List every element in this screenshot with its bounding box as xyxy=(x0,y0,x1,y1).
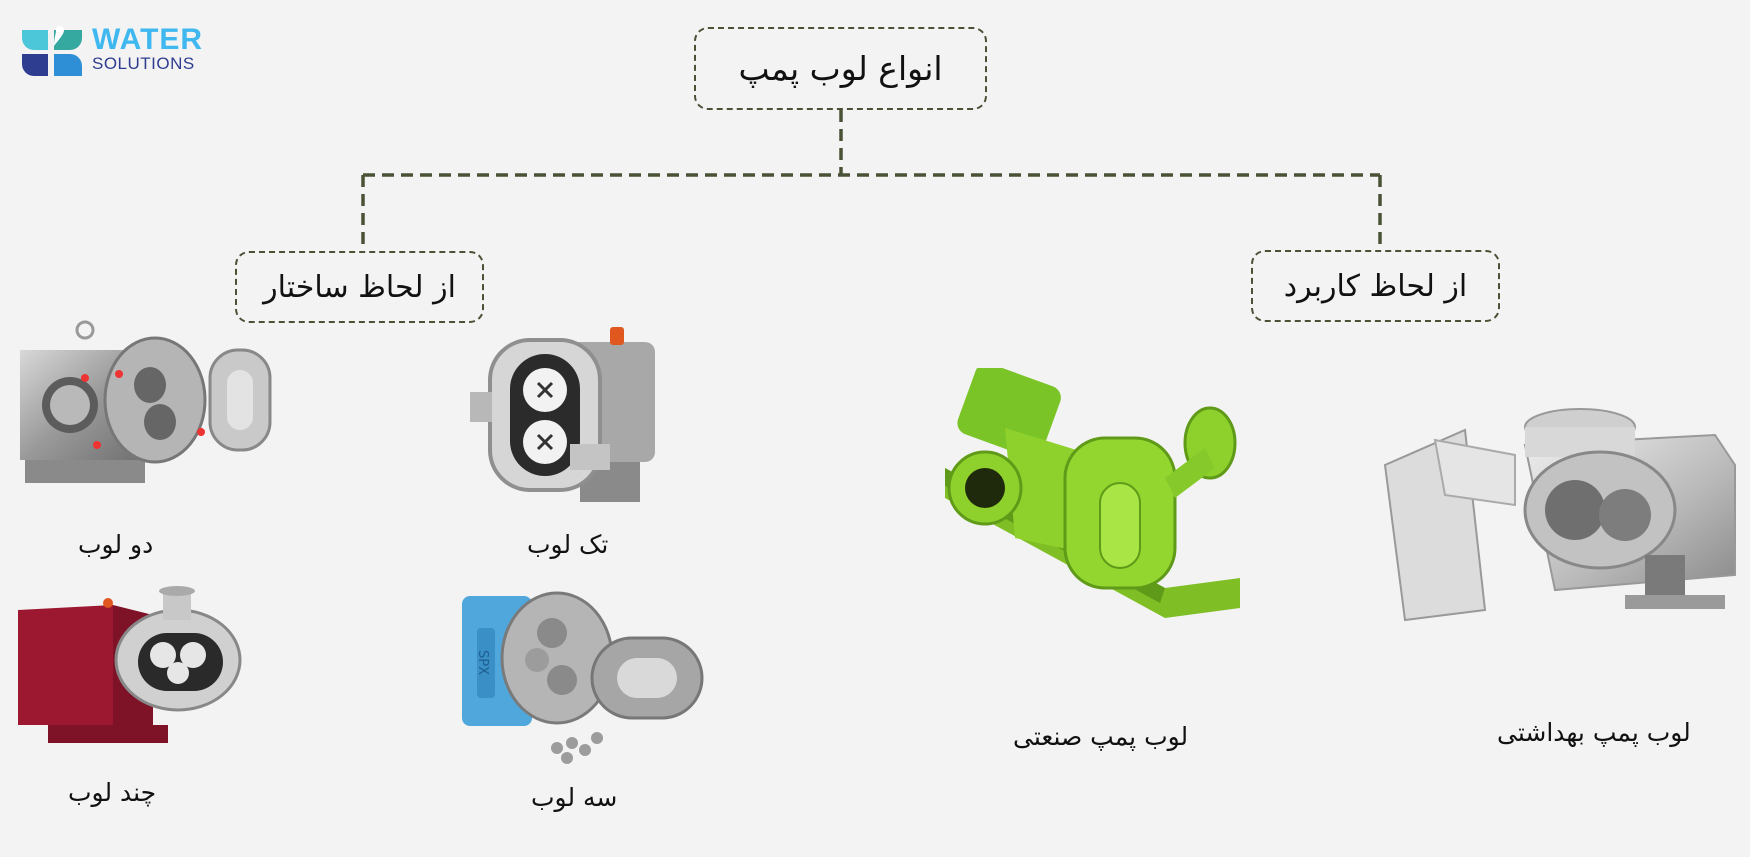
item-three-lobe-label: سه لوب xyxy=(531,783,618,812)
item-sanitary-label: لوب پمپ بهداشتی xyxy=(1497,718,1691,747)
category-usage-box: از لحاظ کاربرد xyxy=(1251,250,1500,322)
two-lobe-pump-image xyxy=(20,320,272,483)
root-title: انواع لوب پمپ xyxy=(738,49,943,88)
item-single-lobe-label: تک لوب xyxy=(527,530,609,559)
logo-word-water: WATER xyxy=(92,23,204,56)
three-lobe-pump-image: SPX xyxy=(462,591,704,764)
single-lobe-pump-image xyxy=(470,327,655,502)
water-solutions-logo: WATER SOLUTIONS xyxy=(20,24,220,78)
sanitary-pump-image xyxy=(1383,408,1736,622)
industrial-pump-image xyxy=(945,368,1240,618)
logo-mark-icon xyxy=(22,26,82,76)
spx-brand-text: SPX xyxy=(475,650,490,675)
category-structure-label: از لحاظ ساختار xyxy=(263,269,456,305)
root-title-box: انواع لوب پمپ xyxy=(694,27,987,110)
item-multi-lobe-label: چند لوب xyxy=(68,778,157,807)
logo-word-solutions: SOLUTIONS xyxy=(92,54,195,73)
category-structure-box: از لحاظ ساختار xyxy=(235,251,484,323)
item-industrial-label: لوب پمپ صنعتی xyxy=(1013,722,1189,751)
category-usage-label: از لحاظ کاربرد xyxy=(1283,268,1468,304)
item-two-lobe-label: دو لوب xyxy=(78,530,154,559)
multi-lobe-pump-image xyxy=(18,586,242,743)
